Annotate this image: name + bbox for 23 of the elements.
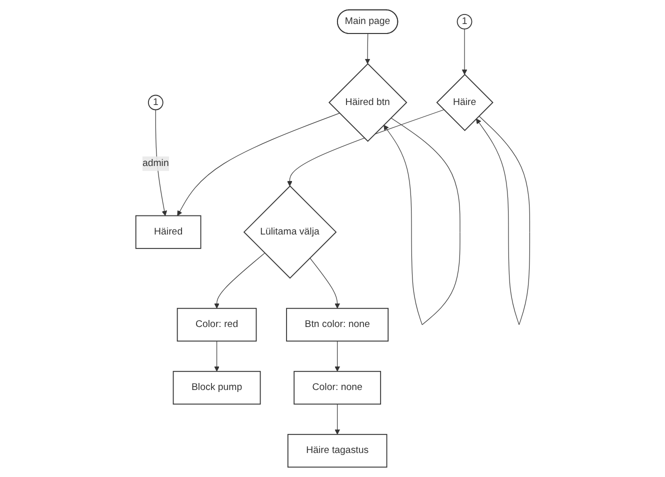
node-box: Häired [135,215,201,249]
arrow [334,404,340,435]
arrow [383,118,460,326]
arrow [214,340,220,372]
edge-label: admin [142,158,169,169]
arrow [462,28,467,75]
arrow [476,116,530,325]
node-diamond: Häire [436,74,494,132]
arrow [334,340,340,372]
node-circle: 1 [456,14,472,30]
arrow [286,109,444,186]
node-box: Color: red [176,308,256,342]
arrow [176,112,340,216]
node-box: Btn color: none [286,308,388,342]
node-box: Block pump [172,370,260,405]
node-diamond: Häired btn [328,63,407,142]
node-circle: 1 [148,94,164,110]
arrow [364,33,370,64]
node-diamond: Lülitama välja [243,185,336,279]
node-box: Häire tagastus [287,434,387,468]
arrow [214,252,265,309]
node-box: Color: none [293,370,381,405]
arrow [309,258,340,309]
